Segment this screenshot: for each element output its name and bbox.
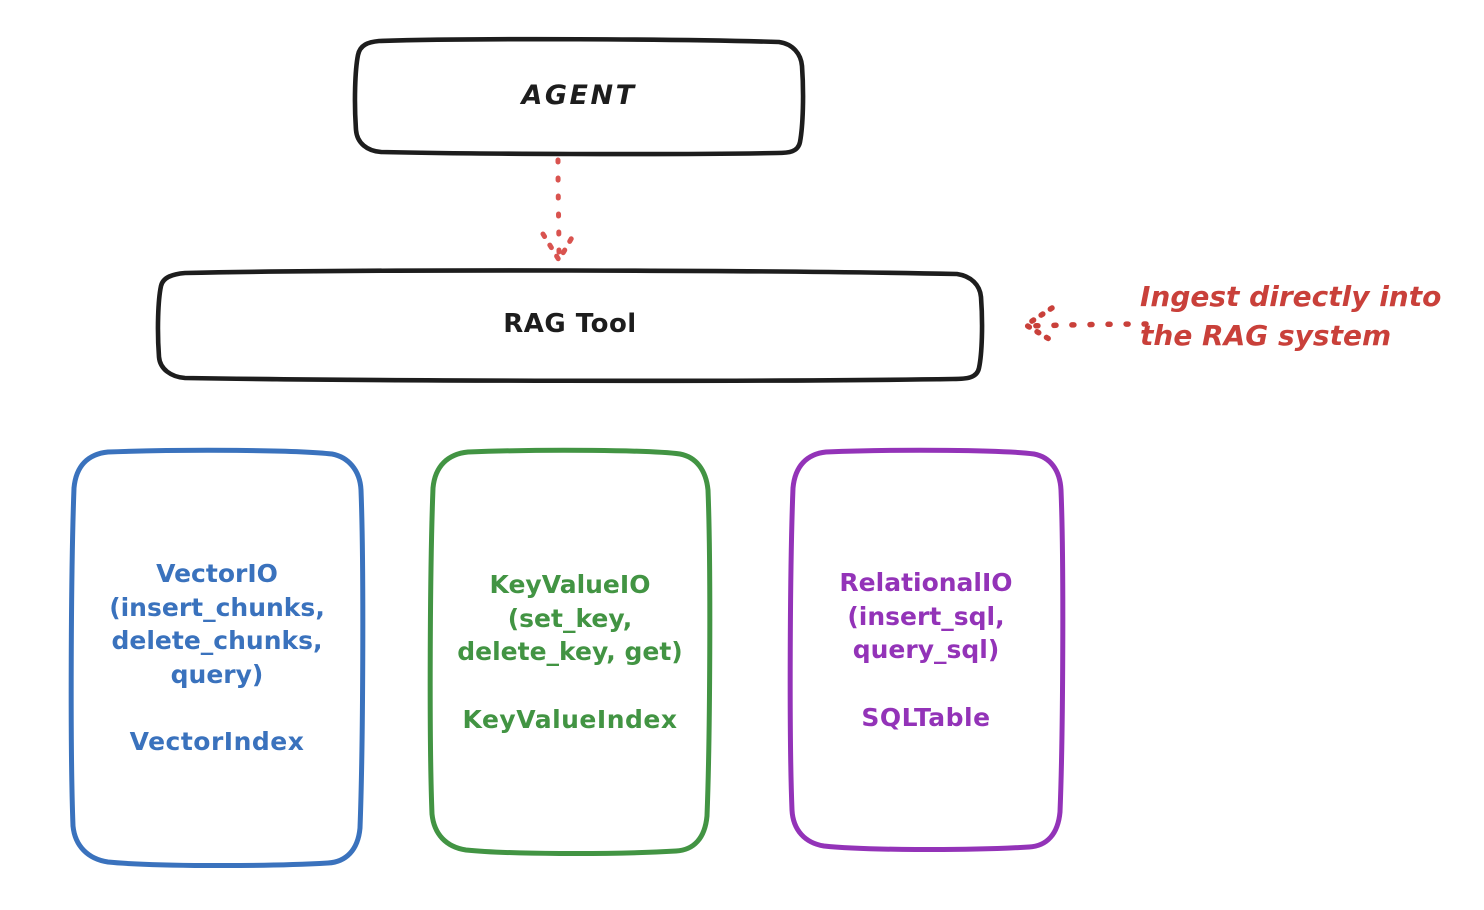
- node-key-value-io[interactable]: KeyValueIO (set_key, delete_key, get) Ke…: [427, 447, 713, 857]
- connector-agent-to-rag-tool: [540, 157, 577, 263]
- node-vector-io-api: VectorIO (insert_chunks, delete_chunks, …: [109, 559, 325, 689]
- node-rag-tool[interactable]: RAG Tool: [155, 268, 985, 384]
- node-rag-tool-label: RAG Tool: [503, 309, 637, 340]
- node-vector-io-label: VectorIO (insert_chunks, delete_chunks, …: [68, 524, 366, 793]
- node-relational-io-api: RelationalIO (insert_sql, query_sql): [839, 568, 1013, 664]
- node-key-value-io-index: KeyValueIndex: [462, 704, 678, 734]
- node-relational-io-label: RelationalIO (insert_sql, query_sql) SQL…: [788, 533, 1064, 768]
- node-relational-io[interactable]: RelationalIO (insert_sql, query_sql) SQL…: [787, 447, 1066, 853]
- node-vector-io[interactable]: VectorIO (insert_chunks, delete_chunks, …: [68, 447, 366, 869]
- annotation-ingest-text: Ingest directly into the RAG system: [1140, 280, 1442, 352]
- node-agent-label: AGENT: [521, 80, 637, 112]
- connector-ingest-arrow: [1023, 305, 1149, 345]
- node-key-value-io-label: KeyValueIO (set_key, delete_key, get) Ke…: [428, 535, 712, 770]
- node-agent[interactable]: AGENT: [352, 36, 806, 157]
- node-key-value-io-api: KeyValueIO (set_key, delete_key, get): [457, 570, 683, 666]
- node-vector-io-index: VectorIndex: [129, 727, 305, 757]
- node-relational-io-index: SQLTable: [861, 702, 991, 732]
